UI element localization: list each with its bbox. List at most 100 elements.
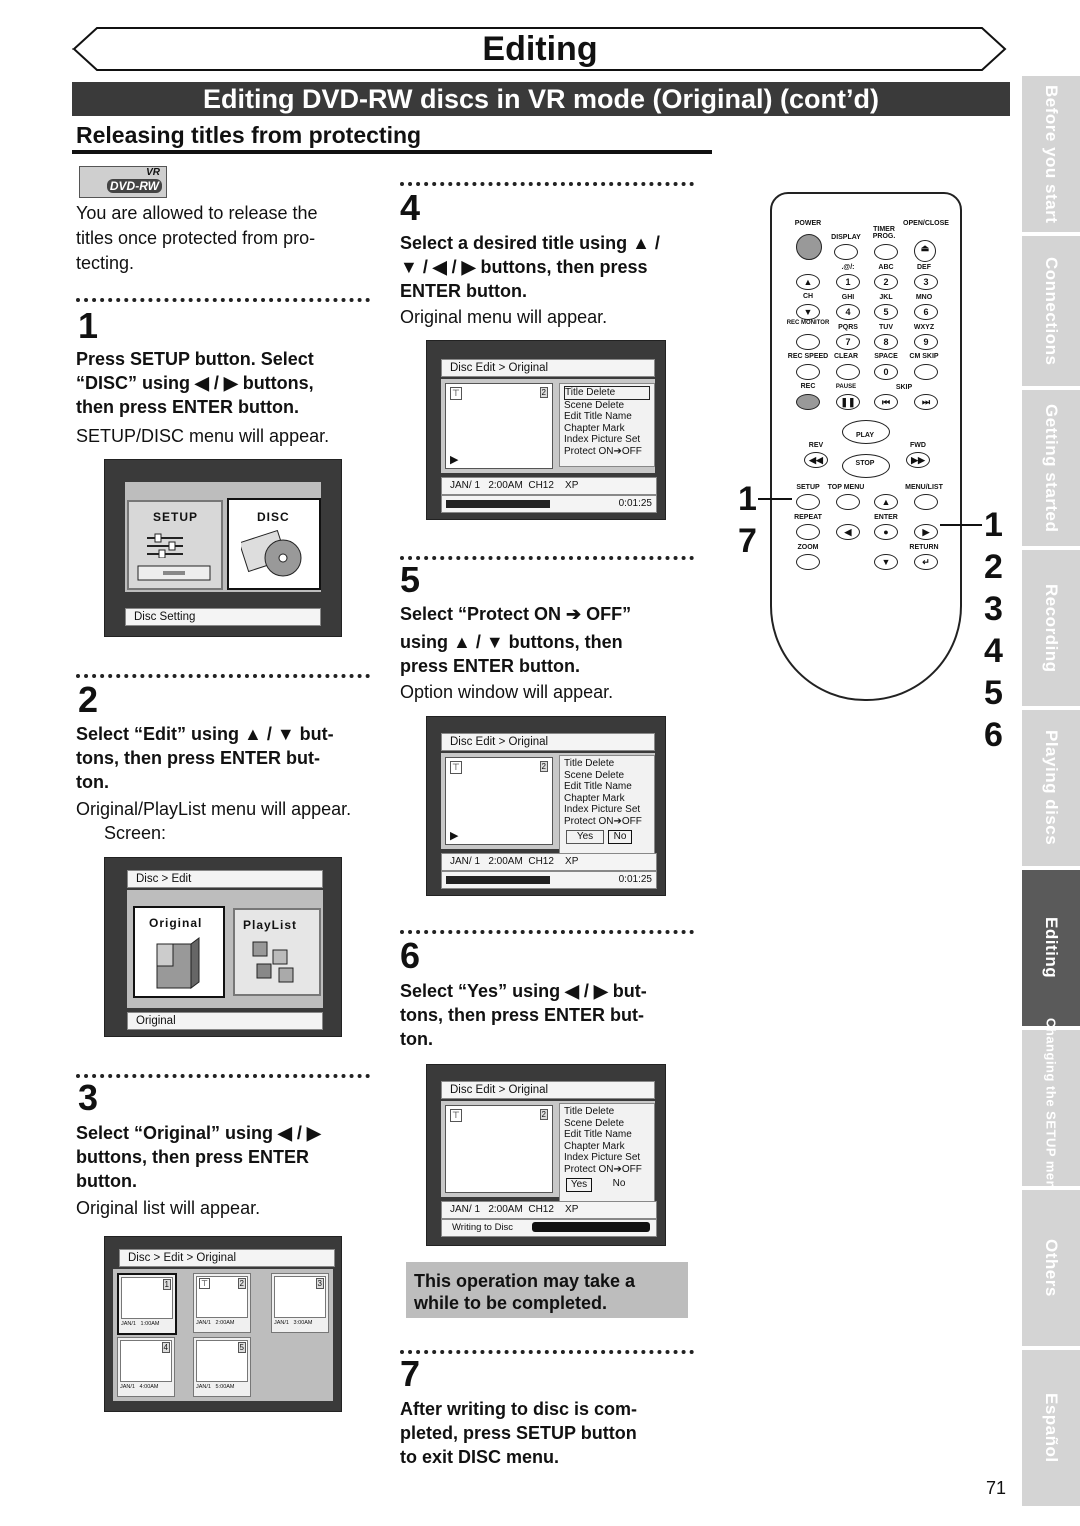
menu-item[interactable]: Edit Title Name bbox=[564, 411, 632, 422]
menu-item[interactable]: Scene Delete bbox=[564, 769, 625, 781]
menu-item[interactable]: Chapter Mark bbox=[564, 792, 625, 804]
tab-editing[interactable]: Editing bbox=[1022, 870, 1080, 1026]
ch-up-button[interactable]: ▲ bbox=[796, 274, 820, 290]
ch-down-button[interactable]: ▼ bbox=[796, 304, 820, 320]
digit-0-button[interactable]: 0 bbox=[874, 364, 898, 380]
original-label: Original bbox=[127, 1012, 323, 1030]
power-button[interactable] bbox=[796, 234, 822, 260]
menu-item[interactable]: Scene Delete bbox=[564, 399, 625, 411]
menu-item[interactable]: Index Picture Set bbox=[564, 434, 641, 445]
menu-item[interactable]: Index Picture Set bbox=[564, 1152, 641, 1163]
tab-connections[interactable]: Connections bbox=[1022, 236, 1080, 386]
thumbnail-item[interactable]: 5 JAN/1 5:00AM bbox=[193, 1337, 251, 1397]
digit-4-button[interactable]: 4 bbox=[836, 304, 860, 320]
rev-button[interactable]: ◀◀ bbox=[804, 452, 828, 468]
menu-item[interactable]: Edit Title Name bbox=[564, 781, 632, 792]
edit-menu: Title Delete Scene Delete Edit Title Nam… bbox=[559, 1103, 655, 1203]
digit-8-button[interactable]: 8 bbox=[874, 334, 898, 350]
instr-line: Select a desired title using ▲ / bbox=[400, 233, 660, 253]
instr-line: After writing to disc is com- bbox=[400, 1399, 638, 1419]
tab-before-you-start[interactable]: Before you start bbox=[1022, 76, 1080, 232]
digit-7-button[interactable]: 7 bbox=[836, 334, 860, 350]
pause-button[interactable]: ❚❚ bbox=[836, 394, 860, 410]
right-arrow-button[interactable]: ▶ bbox=[914, 524, 938, 540]
edit-menu: Title Delete Scene Delete Edit Title Nam… bbox=[559, 383, 655, 467]
menu-item[interactable]: Chapter Mark bbox=[564, 1140, 625, 1152]
tab-playing-discs[interactable]: Playing discs bbox=[1022, 710, 1080, 866]
no-button[interactable]: No bbox=[612, 1178, 626, 1189]
digit-5-button[interactable]: 5 bbox=[874, 304, 898, 320]
yes-button[interactable]: Yes bbox=[566, 1178, 592, 1192]
rec-button[interactable] bbox=[796, 394, 820, 410]
tab-others[interactable]: Others bbox=[1022, 1190, 1080, 1346]
instr-line: Select “Protect ON ➔ OFF” bbox=[400, 604, 632, 624]
menu-item[interactable]: Edit Title Name bbox=[564, 1129, 632, 1140]
clear-button[interactable] bbox=[836, 364, 860, 380]
callout-number: 7 bbox=[738, 522, 757, 560]
menu-item[interactable]: Title Delete bbox=[564, 1106, 615, 1117]
digit-2-button[interactable]: 2 bbox=[874, 274, 898, 290]
callout-number: 2 bbox=[984, 548, 1003, 586]
writing-status: Writing to Disc bbox=[441, 1219, 657, 1237]
yes-button[interactable]: Yes bbox=[566, 830, 604, 844]
breadcrumb: Disc > Edit > Original bbox=[119, 1249, 335, 1267]
rec-speed-button[interactable] bbox=[796, 364, 820, 380]
thumbnail-item[interactable]: ⊤ 2 JAN/1 2:00AM bbox=[193, 1273, 251, 1333]
repeat-button[interactable] bbox=[796, 524, 820, 540]
setup-button[interactable] bbox=[796, 494, 820, 510]
menu-item[interactable]: Scene Delete bbox=[564, 1117, 625, 1129]
display-button[interactable] bbox=[834, 244, 858, 260]
thumbnail-item[interactable]: 1 JAN/1 1:00AM bbox=[117, 1273, 177, 1335]
zoom-button[interactable] bbox=[796, 554, 820, 570]
stop-button[interactable] bbox=[842, 454, 890, 478]
digit-9-button[interactable]: 9 bbox=[914, 334, 938, 350]
timer-prog-button[interactable] bbox=[874, 244, 898, 260]
tab-espanol[interactable]: Español bbox=[1022, 1350, 1080, 1506]
menu-item[interactable]: Protect ON➔OFF bbox=[564, 445, 642, 457]
no-button[interactable]: No bbox=[608, 830, 632, 844]
heading-rule bbox=[72, 150, 712, 154]
power-label: POWER bbox=[794, 220, 822, 227]
step-note: SETUP/DISC menu will appear. bbox=[76, 426, 330, 446]
top-menu-button[interactable] bbox=[836, 494, 860, 510]
step-instruction: Press SETUP button. Select “DISC” using … bbox=[76, 347, 314, 419]
menu-item[interactable]: Index Picture Set bbox=[564, 804, 641, 815]
skip-forward-button[interactable]: ⏭ bbox=[914, 394, 938, 410]
title-info: JAN/ 1 2:00AM CH12 XP bbox=[441, 853, 657, 871]
menu-item[interactable]: Title Delete bbox=[564, 758, 615, 769]
menu-item[interactable]: Protect ON➔OFF bbox=[564, 1163, 642, 1175]
digit-1-button[interactable]: 1 bbox=[836, 274, 860, 290]
tab-getting-started[interactable]: Getting started bbox=[1022, 390, 1080, 546]
digit-3-button[interactable]: 3 bbox=[914, 274, 938, 290]
key-label: JKL bbox=[879, 294, 893, 301]
menu-item[interactable]: Protect ON➔OFF bbox=[564, 815, 642, 827]
up-arrow-button[interactable]: ▲ bbox=[874, 494, 898, 510]
thumbnail-item[interactable]: 3 JAN/1 3:00AM bbox=[271, 1273, 329, 1333]
title-number: 2 bbox=[539, 761, 548, 772]
tab-recording[interactable]: Recording bbox=[1022, 550, 1080, 706]
rec-monitor-button[interactable] bbox=[796, 334, 820, 350]
title-number: 2 bbox=[539, 1109, 548, 1120]
return-button[interactable]: ↵ bbox=[914, 554, 938, 570]
setup-tile-label: SETUP bbox=[153, 510, 199, 524]
thumbnail-item[interactable]: 4 JAN/1 4:00AM bbox=[117, 1337, 175, 1397]
enter-button[interactable]: ● bbox=[874, 524, 898, 540]
option-window-screen: Disc Edit > Original ⊤ 2 ▶ Title Delete … bbox=[426, 716, 666, 896]
menu-list-button[interactable] bbox=[914, 494, 938, 510]
instr-line: tons, then press ENTER but- bbox=[400, 1005, 645, 1025]
play-button[interactable] bbox=[842, 420, 890, 444]
tab-label: Español bbox=[1042, 1393, 1061, 1463]
menu-item[interactable]: Chapter Mark bbox=[564, 422, 625, 434]
fwd-button[interactable]: ▶▶ bbox=[906, 452, 930, 468]
menu-item[interactable]: Title Delete bbox=[564, 386, 650, 400]
digit-6-button[interactable]: 6 bbox=[914, 304, 938, 320]
open-close-button[interactable]: ⏏ bbox=[914, 240, 936, 262]
skip-back-button[interactable]: ⏮ bbox=[874, 394, 898, 410]
left-arrow-button[interactable]: ◀ bbox=[836, 524, 860, 540]
tab-changing-setup-menu[interactable]: Changing the SETUP menu bbox=[1022, 1018, 1080, 1198]
lock-icon: ⊤ bbox=[450, 761, 462, 774]
cube-stack-icon bbox=[156, 937, 200, 989]
down-arrow-button[interactable]: ▼ bbox=[874, 554, 898, 570]
cm-skip-button[interactable] bbox=[914, 364, 938, 380]
fwd-label: FWD bbox=[910, 442, 926, 449]
